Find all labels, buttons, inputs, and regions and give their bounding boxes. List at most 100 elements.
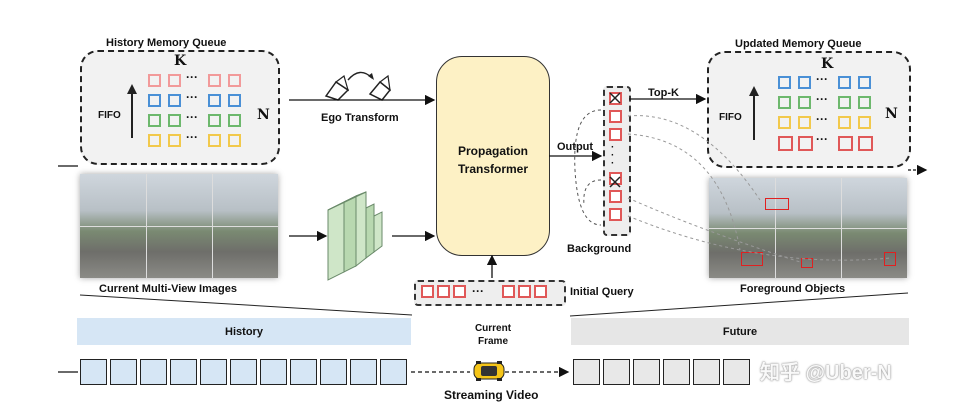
queue-n-label: N — [257, 107, 270, 123]
timeline-frame — [200, 359, 227, 385]
timeline-frame — [140, 359, 167, 385]
timeline-frame — [230, 359, 257, 385]
updated-queue-k-label: K — [821, 56, 834, 72]
fifo-up-arrow — [127, 84, 137, 138]
foreground-objects-images — [709, 178, 907, 278]
current-frame-label: Current Frame — [472, 322, 514, 348]
propagation-transformer-line1: Propagation — [457, 144, 528, 158]
discarded-query-marks — [609, 92, 621, 188]
history-memory-queue-title: History Memory Queue — [106, 37, 227, 49]
current-frame-line1: Current — [474, 323, 512, 334]
queue-cell — [838, 96, 851, 109]
queue-cell — [858, 136, 873, 151]
initial-query-strip: ··· — [414, 280, 566, 306]
queue-cell — [208, 94, 221, 107]
timeline-frame — [350, 359, 377, 385]
queue-cell — [228, 94, 241, 107]
timeline-frame — [723, 359, 750, 385]
queue-cell — [148, 74, 161, 87]
updated-fifo-up-arrow — [749, 86, 759, 140]
propagation-transformer: Propagation Transformer — [436, 56, 550, 256]
timeline-frame — [80, 359, 107, 385]
updated-memory-queue-title: Updated Memory Queue — [735, 38, 862, 50]
updated-queue-cells: ··· ··· ··· ··· — [778, 72, 878, 156]
queue-cell — [838, 136, 853, 151]
updated-queue-n-label: N — [885, 106, 898, 122]
queue-cell — [148, 94, 161, 107]
queue-cell — [838, 76, 851, 89]
queue-cell — [778, 76, 791, 89]
updated-memory-queue — [707, 51, 911, 168]
queue-row-ellipsis: ··· — [816, 72, 828, 86]
future-band: Future — [571, 318, 909, 345]
timeline-frame — [110, 359, 137, 385]
queue-cell — [148, 114, 161, 127]
queue-cell — [148, 134, 161, 147]
queue-row-ellipsis: ··· — [816, 112, 828, 126]
queue-cell — [858, 96, 871, 109]
queue-cell — [778, 96, 791, 109]
future-frames — [573, 359, 913, 387]
queue-cell — [798, 96, 811, 109]
history-queue-cells: ············ — [148, 70, 248, 154]
queue-cell — [228, 134, 241, 147]
timeline-frame — [663, 359, 690, 385]
history-label: History — [225, 325, 263, 338]
queue-k-label: K — [174, 53, 187, 69]
queue-cell — [228, 114, 241, 127]
initial-query-ellipsis: ··· — [472, 284, 484, 298]
timeline-frame — [603, 359, 630, 385]
timeline-frame — [290, 359, 317, 385]
fifo-label: FIFO — [98, 110, 121, 121]
queue-cell — [168, 134, 181, 147]
streaming-video-label: Streaming Video — [444, 388, 539, 402]
queue-cell — [858, 76, 871, 89]
updated-fifo-label: FIFO — [719, 112, 742, 123]
queue-cell — [858, 116, 871, 129]
queue-row-ellipsis: ··· — [186, 70, 198, 84]
current-multi-view-images-label: Current Multi-View Images — [99, 283, 237, 295]
queue-cell — [778, 136, 793, 151]
ego-transform-icon — [324, 71, 392, 101]
timeline-frame — [633, 359, 660, 385]
foreground-objects-label: Foreground Objects — [740, 283, 846, 295]
queue-row-ellipsis: ··· — [186, 110, 198, 124]
timeline-frame — [170, 359, 197, 385]
queue-cell — [228, 74, 241, 87]
history-band: History — [77, 318, 411, 345]
timeline-frame — [693, 359, 720, 385]
car-icon — [473, 361, 505, 381]
queue-cell — [208, 114, 221, 127]
background-label: Background — [567, 243, 632, 255]
queue-cell — [798, 136, 813, 151]
queue-cell — [778, 116, 791, 129]
queue-cell — [208, 74, 221, 87]
history-frames — [80, 359, 412, 387]
current-frame-line2: Frame — [477, 336, 508, 347]
queue-row-ellipsis: ··· — [816, 132, 828, 146]
queue-cell — [208, 134, 221, 147]
timeline-frame — [320, 359, 347, 385]
top-k-label: Top-K — [648, 87, 679, 99]
queue-cell — [798, 116, 811, 129]
queue-row-ellipsis: ··· — [816, 92, 828, 106]
queue-cell — [798, 76, 811, 89]
watermark-text: 知乎 @Uber-N — [760, 362, 892, 384]
current-multi-view-images — [80, 174, 278, 278]
ego-transform-label: Ego Transform — [321, 112, 399, 124]
image-backbone-icon — [327, 191, 383, 281]
output-query-column: ··· — [603, 86, 631, 236]
initial-query-label: Initial Query — [570, 286, 634, 298]
queue-cell — [838, 116, 851, 129]
propagation-transformer-line2: Transformer — [457, 162, 529, 176]
queue-row-ellipsis: ··· — [186, 130, 198, 144]
timeline-frame — [380, 359, 407, 385]
timeline-frame — [260, 359, 287, 385]
future-label: Future — [722, 325, 758, 338]
queue-cell — [168, 74, 181, 87]
timeline-frame — [573, 359, 600, 385]
queue-cell — [168, 94, 181, 107]
history-memory-queue — [80, 50, 280, 165]
queue-cell — [168, 114, 181, 127]
